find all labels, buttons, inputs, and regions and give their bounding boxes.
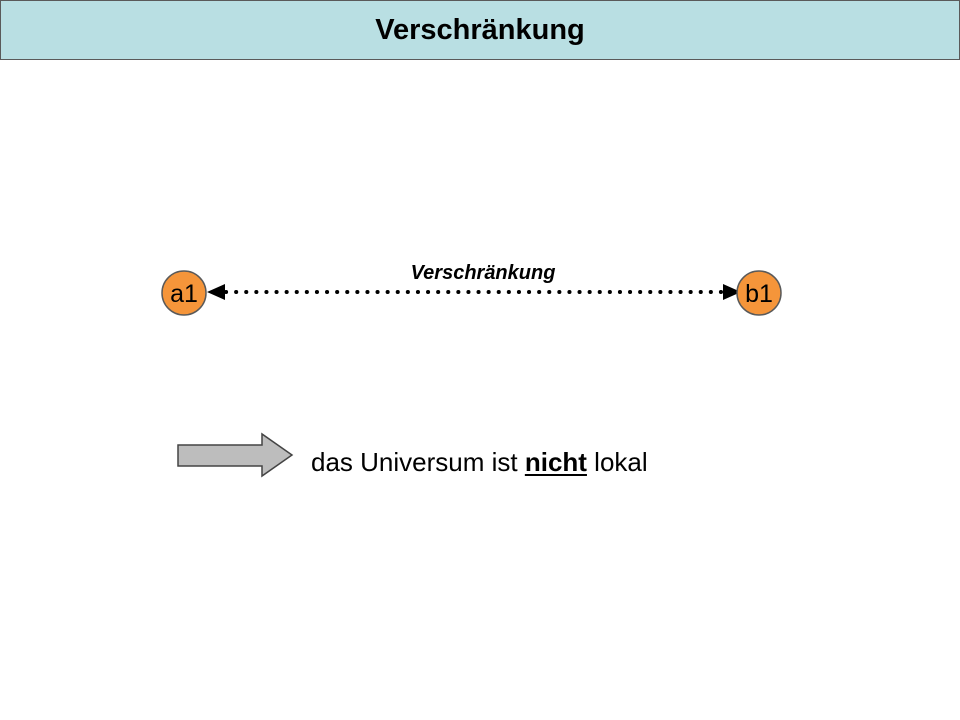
node-b1-label: b1 xyxy=(745,280,773,308)
conclusion-prefix: das Universum ist xyxy=(311,447,525,477)
arrowhead-right-icon xyxy=(723,284,741,300)
title-bar: Verschränkung xyxy=(0,0,960,60)
conclusion-suffix: lokal xyxy=(586,447,648,477)
page-title: Verschränkung xyxy=(375,13,585,46)
right-arrow-icon xyxy=(177,432,294,478)
link-label: Verschränkung xyxy=(411,262,556,284)
conclusion-emphasis: nicht xyxy=(524,447,587,477)
node-a1-label: a1 xyxy=(170,280,198,308)
node-a1: a1 xyxy=(161,270,207,316)
node-b1: b1 xyxy=(736,270,782,316)
conclusion-statement: das Universum ist nicht lokal xyxy=(311,442,648,482)
arrowhead-left-icon xyxy=(207,284,225,300)
